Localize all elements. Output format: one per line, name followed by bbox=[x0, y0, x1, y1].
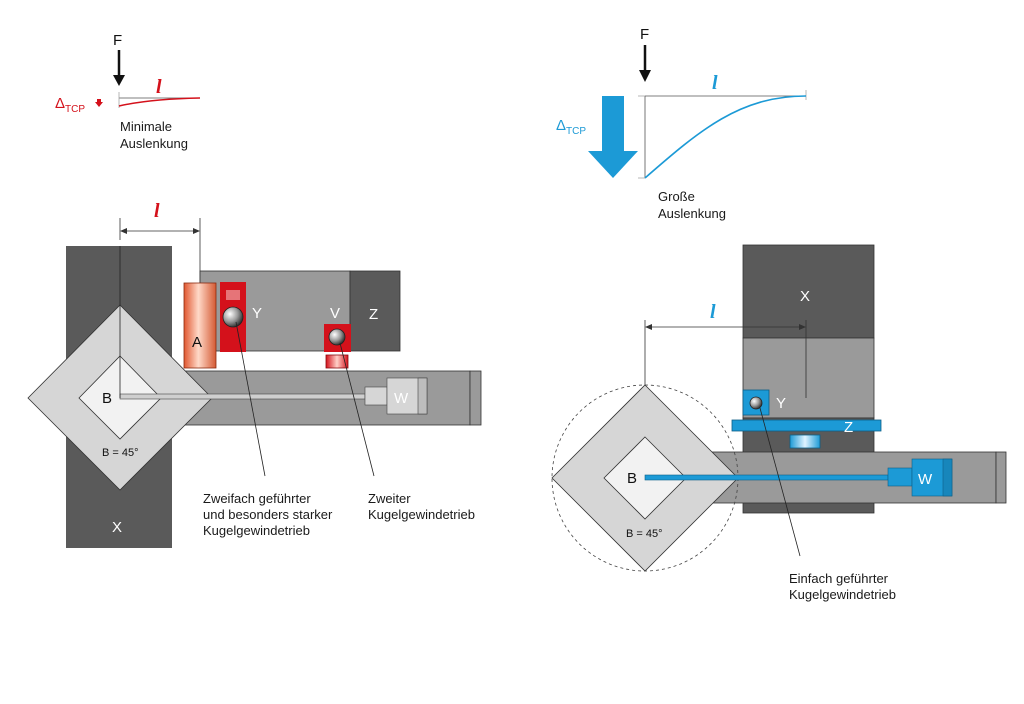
right-y-ballscrew bbox=[749, 396, 763, 410]
right-dim-arrow-right bbox=[799, 324, 806, 330]
right-z-label: Z bbox=[844, 419, 853, 436]
left-angle-label: B = 45° bbox=[102, 447, 139, 459]
right-w-cylinder-cap bbox=[942, 458, 953, 497]
left-delta-arrow-shaft bbox=[97, 99, 101, 102]
left-force-label: F bbox=[113, 32, 122, 49]
left-callout-1-line-1: Zweifach geführter bbox=[203, 491, 311, 506]
right-delta-arrow-shaft bbox=[602, 96, 624, 152]
right-delta-label: ΔTCP bbox=[556, 117, 586, 137]
right-dimension-symbol: l bbox=[710, 301, 716, 323]
left-callout-1-line-2: und besonders starker bbox=[203, 507, 333, 522]
right-dim-arrow-left bbox=[645, 324, 652, 330]
right-z-bar bbox=[731, 419, 882, 432]
left-dim-arrow-right bbox=[193, 228, 200, 234]
left-length-symbol: l bbox=[156, 76, 162, 98]
right-w-label: W bbox=[918, 471, 933, 488]
left-dimension-symbol: l bbox=[154, 200, 160, 222]
left-deflection-curve bbox=[118, 97, 201, 107]
left-caption-line-2: Auslenkung bbox=[120, 136, 188, 151]
left-v-label: V bbox=[330, 305, 340, 322]
right-leader-1 bbox=[759, 407, 801, 557]
left-v-lower-nut bbox=[325, 354, 349, 369]
left-delta-label: ΔTCP bbox=[55, 95, 85, 115]
left-b-label: B bbox=[102, 390, 112, 407]
left-force-arrow-head bbox=[113, 75, 125, 86]
right-force-label: F bbox=[640, 26, 649, 43]
right-deflection-graph: F l ΔTCP Große Auslenkung bbox=[556, 26, 807, 221]
left-v-ballscrew bbox=[328, 328, 346, 346]
right-w-rod bbox=[644, 474, 889, 481]
left-a-cylinder bbox=[183, 282, 217, 369]
left-a-label: A bbox=[192, 334, 202, 351]
right-caption-line-2: Auslenkung bbox=[658, 206, 726, 221]
left-z-label: Z bbox=[369, 306, 378, 323]
right-w-arm-end bbox=[995, 451, 1007, 504]
left-leader-1 bbox=[235, 321, 266, 477]
right-w-piston-neck bbox=[887, 467, 913, 487]
left-callout-2-line-2: Kugelgewindetrieb bbox=[368, 507, 475, 522]
right-x-label: X bbox=[800, 288, 810, 305]
right-callout-1-line-2: Kugelgewindetrieb bbox=[789, 587, 896, 602]
left-dim-arrow-left bbox=[120, 228, 127, 234]
left-machine: l X Z Y V A B B = 45° bbox=[27, 200, 482, 548]
right-caption-line-1: Große bbox=[658, 189, 695, 204]
right-length-symbol: l bbox=[712, 72, 718, 94]
right-machine: X l Y Z A B B = 45° W bbox=[551, 244, 1007, 602]
left-y-label: Y bbox=[252, 305, 262, 322]
right-a-nut bbox=[789, 434, 821, 449]
left-w-piston-neck bbox=[364, 386, 388, 406]
left-w-rod bbox=[119, 393, 366, 400]
left-w-label: W bbox=[394, 390, 409, 407]
left-y-ballscrew bbox=[222, 306, 244, 328]
right-deflection-curve bbox=[644, 95, 807, 179]
left-w-cylinder-cap bbox=[417, 377, 428, 415]
left-callout-2-line-1: Zweiter bbox=[368, 491, 411, 506]
left-y-nut-highlight bbox=[226, 290, 240, 300]
right-y-nut-housing bbox=[742, 389, 770, 416]
left-caption-line-1: Minimale bbox=[120, 119, 172, 134]
right-x-column-top bbox=[742, 244, 875, 339]
right-force-arrow-head bbox=[639, 70, 651, 82]
right-callout-1-line-1: Einfach geführter bbox=[789, 571, 889, 586]
right-y-label: Y bbox=[776, 395, 786, 412]
left-x-label: X bbox=[112, 519, 122, 536]
left-callout-1-line-3: Kugelgewindetrieb bbox=[203, 523, 310, 538]
left-z-block bbox=[349, 270, 401, 352]
left-w-arm-end bbox=[469, 370, 482, 426]
right-b-label: B bbox=[627, 470, 637, 487]
right-angle-label: B = 45° bbox=[626, 528, 663, 540]
right-delta-arrow-head bbox=[588, 151, 638, 178]
left-delta-arrow-head bbox=[95, 102, 103, 107]
left-deflection-graph: F l ΔTCP Minimale Auslenkung bbox=[55, 32, 201, 151]
left-leader-2 bbox=[339, 342, 375, 477]
